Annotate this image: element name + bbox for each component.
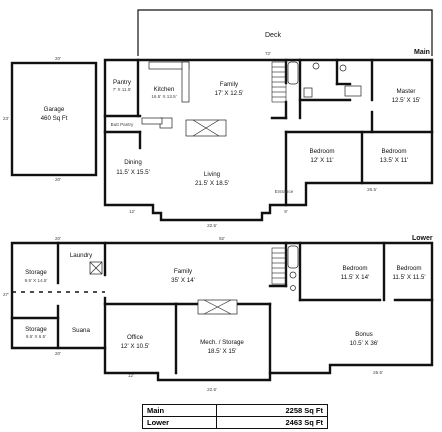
main-dim-garage-bottom: 20' [55, 177, 61, 182]
main-dim-garage-side: 23' [3, 116, 9, 121]
lower-bathtub [287, 245, 299, 269]
main-dim-bottom: 22.5' [207, 223, 217, 228]
bedroom2-name: Bedroom [381, 148, 406, 155]
lower-sink [290, 285, 296, 291]
area-level-label: Main [141, 404, 218, 417]
main-level: Deck Main Garage 460 Sq Ft [3, 9, 434, 228]
lower-family-size: 35' X 14' [171, 277, 195, 284]
deck-label: Deck [265, 32, 281, 39]
lower-level-label: Lower [412, 235, 433, 242]
office-name: Office [127, 334, 144, 341]
lower-dim-side: 27' [3, 292, 9, 297]
lower-dim-storage-top: 20' [55, 236, 61, 241]
butt-pantry-label: Butt Pantry [111, 122, 134, 127]
laundry-label: Laundry [70, 252, 93, 259]
lower-dim-storage-bottom: 20' [55, 351, 61, 356]
main-level-label: Main [414, 49, 430, 56]
lower-dim-top: 92' [219, 236, 225, 241]
lower-dim-bottom: 22.5' [207, 387, 217, 392]
main-dim-left-bottom: 12' [129, 209, 135, 214]
pantry-name: Pantry [113, 79, 132, 86]
kitchen-size: 16.5' X 13.5' [151, 94, 176, 99]
living-size: 21.5' X 18.5' [195, 180, 229, 187]
area-value: 2258 Sq Ft [216, 404, 328, 417]
family-name: Family [220, 81, 239, 88]
deck-outline [137, 9, 433, 56]
main-stairs [271, 61, 287, 103]
master-tub [344, 85, 362, 97]
kitchen-counter-right [181, 61, 190, 103]
main-toilet [312, 62, 320, 70]
area-summary-table: Main 2258 Sq Ft Lower 2463 Sq Ft [141, 404, 328, 429]
master-size: 12.5' X 15' [392, 97, 421, 104]
garage-walls [10, 61, 98, 177]
living-name: Living [204, 171, 221, 178]
kitchen-name: Kitchen [154, 86, 175, 93]
lower-dim-office-bottom: 12' [128, 373, 134, 378]
table-row: Main 2258 Sq Ft [141, 404, 328, 417]
lower-bedroom2-size: 11.5' X 11.5' [392, 274, 425, 281]
garage-area: 460 Sq Ft [41, 115, 68, 122]
lower-stairs [271, 247, 287, 285]
lower-bedroom1-name: Bedroom [342, 265, 367, 272]
main-outer-wall [103, 58, 434, 222]
main-dim-top: 72' [265, 51, 271, 56]
main-dim-right-bottom: 26.5' [367, 187, 377, 192]
mech-size: 18.5' X 15' [208, 348, 237, 355]
kitchen-counter-left [141, 117, 163, 125]
dining-size: 11.5' X 15.5' [116, 169, 150, 176]
bedroom2-size: 13.5' X 11' [380, 157, 408, 164]
pantry-size: 7' X 11.5' [113, 87, 132, 92]
table-row: Lower 2463 Sq Ft [141, 416, 328, 429]
mech-name: Mech. / Storage [200, 339, 244, 346]
suana-label: Suana [72, 327, 90, 334]
lower-dim-right-bottom: 25.5' [373, 370, 383, 375]
bedroom1-name: Bedroom [309, 148, 334, 155]
main-dim-garage-top: 20' [55, 56, 61, 61]
lower-bedroom1-size: 11.5' X 14' [341, 274, 369, 281]
bedroom1-size: 12' X 11' [310, 157, 333, 164]
main-bathtub [287, 61, 299, 85]
dining-name: Dining [124, 159, 142, 166]
main-dim-entrance: 9' [284, 209, 288, 214]
office-size: 12' X 10.5' [121, 343, 150, 350]
family-size: 17' X 12.5' [215, 90, 244, 97]
lower-bedroom2-name: Bedroom [396, 265, 421, 272]
storage2-size: 9.5' X 6.5' [26, 334, 46, 339]
storage1-size: 9.5' X 14.5' [25, 278, 48, 283]
master-toilet [339, 64, 347, 72]
area-value: 2463 Sq Ft [216, 416, 328, 429]
area-level-label: Lower [141, 416, 218, 429]
bonus-size: 10.5' X 36' [350, 340, 379, 347]
lower-toilet [289, 271, 297, 279]
storage1-name: Storage [25, 269, 47, 276]
storage2-name: Storage [25, 326, 47, 333]
bonus-name: Bonus [355, 331, 373, 338]
lower-level: Lower 92' [3, 235, 434, 392]
master-name: Master [397, 88, 416, 95]
entrance-label: Entrance [275, 189, 294, 194]
lower-family-name: Family [174, 268, 193, 275]
garage-name: Garage [44, 106, 65, 113]
main-sink [303, 87, 313, 98]
